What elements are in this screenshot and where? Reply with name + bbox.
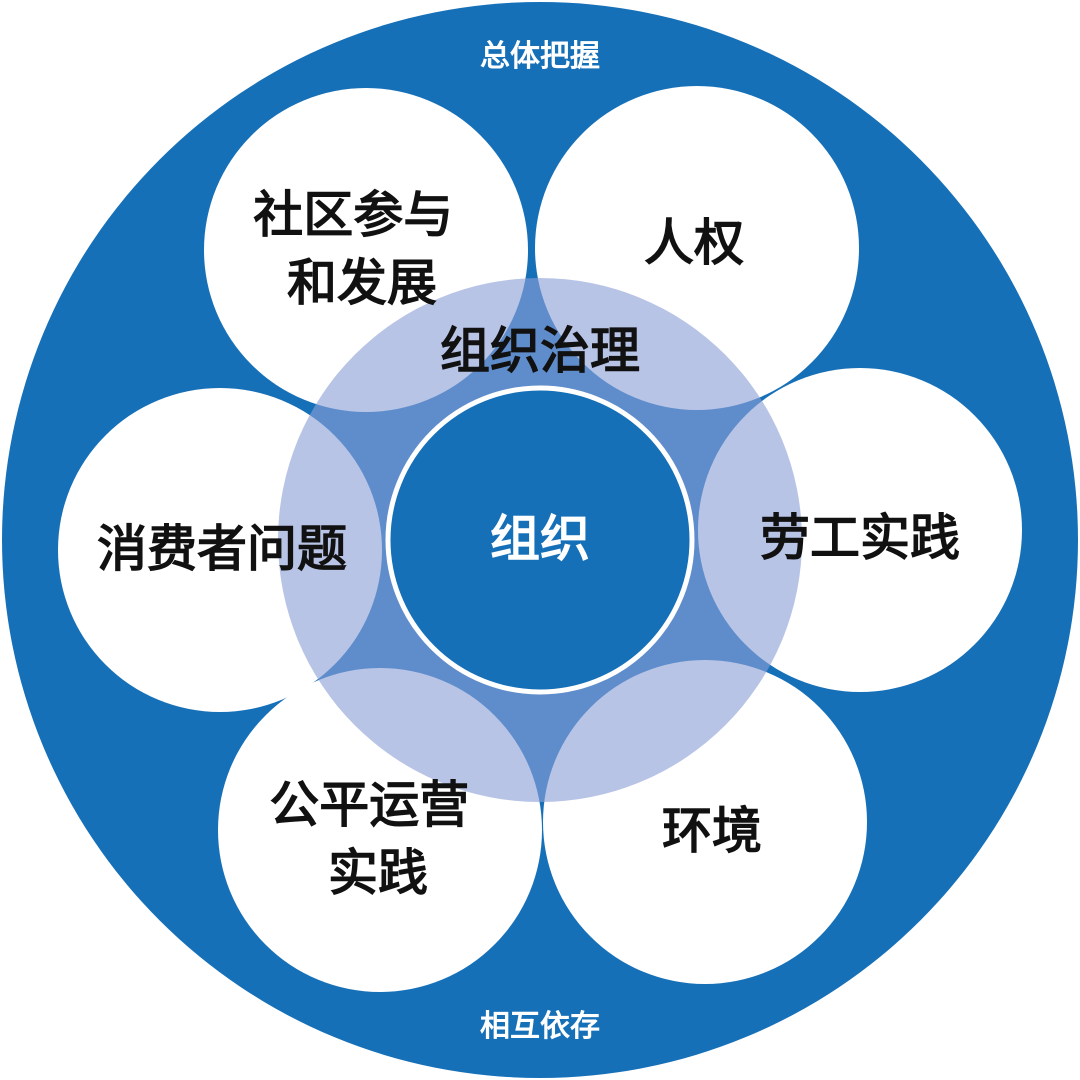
outer-top-label: 总体把握: [480, 39, 600, 74]
center-circle: [385, 385, 695, 695]
subject-label-environment-line-1: 环境: [662, 802, 762, 860]
middle-ring-label: 组织治理: [440, 322, 640, 380]
subject-label-labour: 劳工实践: [760, 509, 960, 567]
subject-label-consumer: 消费者问题: [97, 520, 347, 578]
center-label: 组织: [490, 510, 590, 568]
subject-label-human-rights: 人权: [644, 214, 744, 272]
subject-label-fair-operating: 公平运营 实践: [269, 776, 486, 902]
subject-label-community-line-2: 和发展: [287, 254, 437, 312]
subject-label-fair-operating-line-1: 公平运营: [269, 776, 469, 834]
subject-label-fair-operating-line-2: 实践: [328, 844, 428, 902]
subject-label-community-line-1: 社区参与: [253, 186, 453, 244]
outer-bottom-label: 相互依存: [480, 1009, 600, 1044]
subject-label-community: 社区参与 和发展: [253, 186, 470, 312]
subject-label-environment: 环境: [662, 802, 762, 860]
subject-label-consumer-line-1: 消费者问题: [97, 520, 347, 578]
subject-label-human-rights-line-1: 人权: [644, 214, 744, 272]
subject-label-labour-line-1: 劳工实践: [760, 509, 960, 567]
